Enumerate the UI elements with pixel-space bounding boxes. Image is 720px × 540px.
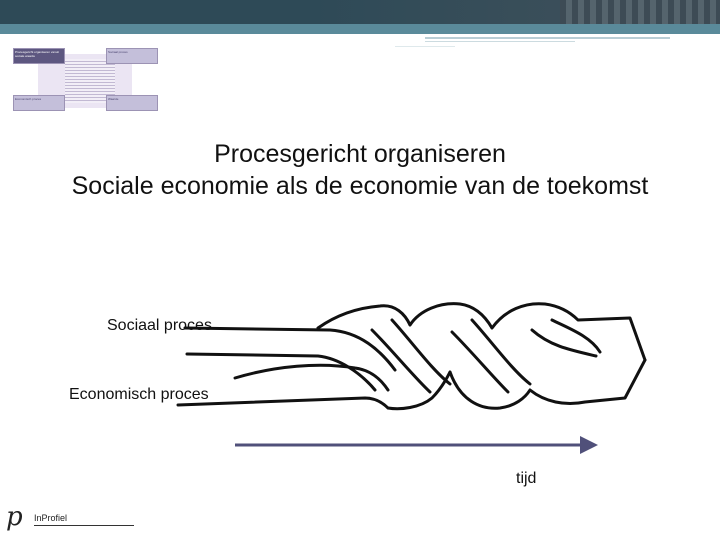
social-strand-lower — [185, 352, 377, 392]
footer-logo: p InProfiel — [6, 503, 156, 537]
header-stripes — [560, 0, 720, 24]
rope-diagram: Sociaal proces Economisch proces tijd — [0, 280, 720, 487]
decorative-line — [425, 37, 670, 39]
twist-1b — [390, 318, 452, 386]
title-line-1: Procesgericht organiseren — [214, 140, 506, 168]
economic-process-label: Economisch proces — [69, 386, 209, 403]
economic-strand-lower — [176, 396, 390, 410]
rope-bottom-outline — [386, 358, 647, 411]
time-arrow-head — [580, 436, 598, 454]
logo-mark-icon: p — [6, 502, 23, 532]
thumbnail-diagram: Procesgericht organiseren vanuit sociale… — [10, 46, 160, 114]
brand-underline — [34, 525, 134, 526]
rope-top-outline — [316, 302, 647, 362]
slide-title: Procesgericht organiseren Sociale econom… — [0, 138, 720, 202]
twist-1 — [370, 328, 432, 394]
decorative-line — [425, 41, 575, 42]
brand-name: InProfiel — [34, 513, 68, 523]
title-line-2: Sociale economie als de economie van de … — [71, 172, 649, 200]
header-accent-bar — [0, 24, 720, 34]
twist-2 — [450, 330, 510, 394]
economic-strand — [233, 363, 390, 392]
twist-3b — [550, 318, 602, 354]
social-process-label: Sociaal proces — [107, 317, 212, 334]
time-label: tijd — [516, 470, 537, 487]
thumbnail-box-bottom-right: Waarde — [106, 95, 158, 111]
social-strand — [183, 326, 397, 372]
thumbnail-box-top-right: Sociaal proces — [106, 48, 158, 64]
twist-3 — [530, 328, 598, 358]
twist-2b — [470, 318, 532, 386]
thumbnail-box-top-left: Procesgericht organiseren vanuit sociale… — [13, 48, 65, 64]
rope-drawing — [176, 302, 647, 454]
thumbnail-box-bottom-left: Economisch proces — [13, 95, 65, 111]
decorative-line — [395, 46, 455, 47]
